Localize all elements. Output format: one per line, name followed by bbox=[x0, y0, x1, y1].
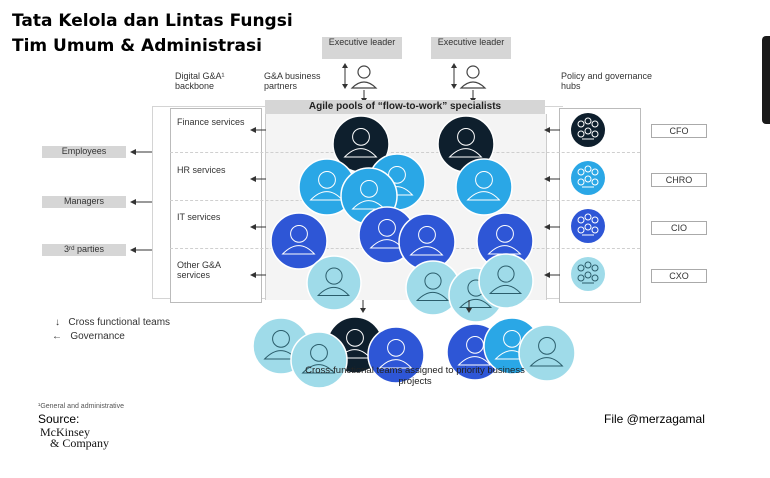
stakeholder-arrow-employees bbox=[130, 149, 152, 155]
role-cxo: CXO bbox=[651, 269, 707, 283]
credit: File @merzagamal bbox=[604, 412, 705, 426]
service-label-it: IT services bbox=[177, 212, 221, 222]
column-header-governance-hubs: Policy and governance hubs bbox=[561, 71, 653, 91]
person-avatar-icon bbox=[367, 326, 425, 384]
executive-leader-icon-1 bbox=[342, 63, 378, 89]
column-header-business-partners: G&A business partners bbox=[264, 71, 321, 91]
network-hub-icon-other bbox=[571, 257, 605, 291]
role-chro: CHRO bbox=[651, 173, 707, 187]
backbone-arrow-other bbox=[250, 272, 266, 278]
stakeholder-managers: Managers bbox=[42, 196, 126, 208]
legend-item-cross-functional: ↓ Cross functional teams bbox=[55, 318, 170, 328]
person-avatar-icon bbox=[270, 212, 328, 270]
person-avatar-icon bbox=[405, 260, 461, 316]
service-label-finance: Finance services bbox=[177, 117, 245, 127]
down-arrow-icon: ↓ bbox=[55, 317, 60, 328]
row-separator bbox=[170, 152, 640, 153]
page-title-line2: Tim Umum & Administrasi bbox=[12, 36, 262, 56]
governance-arrow-other bbox=[544, 272, 560, 278]
network-hub-icon-it bbox=[571, 209, 605, 243]
source-label: Source: bbox=[38, 412, 80, 426]
role-cio: CIO bbox=[651, 221, 707, 235]
person-avatar-icon bbox=[398, 213, 456, 271]
column-header-digital-backbone: Digital G&A¹ backbone bbox=[175, 71, 225, 91]
person-avatar-icon bbox=[455, 158, 513, 216]
backbone-arrow-it bbox=[250, 224, 266, 230]
network-hub-icon-finance bbox=[571, 113, 605, 147]
executive-leader-icon-2 bbox=[451, 63, 487, 89]
legend-item-governance: ← Governance bbox=[52, 332, 125, 342]
legend-text-cross-functional: Cross functional teams bbox=[68, 317, 171, 328]
pool-header: Agile pools of “flow-to-work” specialist… bbox=[265, 100, 545, 114]
person-avatar-icon bbox=[290, 331, 348, 389]
governance-arrow-it bbox=[544, 224, 560, 230]
team-arrow-down-2 bbox=[466, 300, 472, 313]
person-avatar-icon bbox=[478, 253, 534, 309]
role-cfo: CFO bbox=[651, 124, 707, 138]
backbone-arrow-hr bbox=[250, 176, 266, 182]
backbone-arrow-finance bbox=[250, 127, 266, 133]
executive-leader-label-2: Executive leader bbox=[431, 37, 511, 59]
stakeholder-arrow-third-parties bbox=[130, 247, 152, 253]
legend-text-governance: Governance bbox=[70, 331, 125, 342]
bottom-caption: Cross-functional teams assigned to prior… bbox=[305, 365, 525, 387]
network-hub-icon-hr bbox=[571, 161, 605, 195]
team-arrow-down-1 bbox=[360, 300, 366, 313]
mckinsey-logo-line2: & Company bbox=[50, 436, 109, 450]
governance-arrow-finance bbox=[544, 127, 560, 133]
backbone-box bbox=[170, 108, 262, 303]
mckinsey-logo-line1: McKinsey bbox=[40, 425, 90, 439]
edge-bar bbox=[762, 36, 770, 124]
governance-arrow-hr bbox=[544, 176, 560, 182]
stakeholder-arrow-managers bbox=[130, 199, 152, 205]
footnote: ¹General and administrative bbox=[38, 403, 124, 410]
executive-leader-label-1: Executive leader bbox=[322, 37, 402, 59]
mckinsey-logo: McKinsey& Company bbox=[40, 425, 109, 450]
stakeholder-employees: Employees bbox=[42, 146, 126, 158]
service-label-other: Other G&A services bbox=[177, 260, 221, 280]
stakeholder-third-parties: 3ʳᵈ parties bbox=[42, 244, 126, 256]
person-avatar-icon bbox=[306, 255, 362, 311]
page-title-line1: Tata Kelola dan Lintas Fungsi bbox=[12, 11, 293, 31]
left-arrow-icon: ← bbox=[52, 331, 62, 342]
service-label-hr: HR services bbox=[177, 165, 226, 175]
person-avatar-icon bbox=[518, 324, 576, 382]
